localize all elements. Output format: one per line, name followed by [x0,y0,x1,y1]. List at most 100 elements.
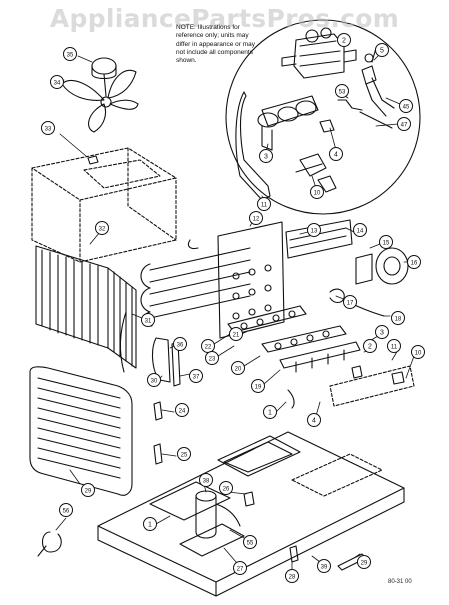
callout-13: 13 [307,223,321,237]
inducer-motor [355,247,409,285]
limit-switch [295,153,327,177]
callout-11: 11 [257,197,271,211]
burner-box-panel [217,221,285,339]
callout-number: 1 [148,521,152,528]
gas-valve-assembly [281,27,357,79]
callout-56: 56 [59,503,73,517]
callout-number: 14 [357,228,364,234]
callout-number: 37 [193,374,200,380]
callout-number: 30 [151,378,158,384]
callout-29: 29 [357,555,371,569]
callout-number: 35 [67,52,74,58]
callout-number: 18 [395,316,402,322]
callout-10: 10 [310,185,324,199]
callout-number: 29 [361,560,368,566]
callout-11: 11 [387,339,401,353]
callout-29: 29 [81,483,95,497]
callout-number: 19 [255,384,262,390]
burner-orifice-assembly [257,95,319,151]
callout-number: 38 [203,478,210,484]
callout-2: 2 [363,339,377,353]
callout-number: 47 [401,122,408,128]
callout-number: 53 [339,89,346,95]
callout-number: 4 [312,417,316,424]
gas-valve-inset-circle [225,19,421,215]
compressor-terminal [243,491,255,507]
side-panel-fastener-lower [153,443,163,465]
callout-23: 23 [205,351,219,365]
callout-leaders [55,39,415,571]
callout-10: 10 [411,345,425,359]
callout-number: 10 [415,350,422,356]
condenser-fan-blade [61,69,139,133]
callout-26: 26 [219,481,233,495]
suction-line [151,337,171,383]
callout-number: 36 [177,342,184,348]
side-panel-fastener-upper [153,401,163,421]
callout-number: 24 [179,408,186,414]
callout-number: 55 [247,540,254,546]
callout-4: 4 [329,147,343,161]
callout-2: 2 [337,33,351,47]
callout-55: 55 [243,535,257,549]
callout-number: 26 [223,486,230,492]
callout-35: 35 [63,47,77,61]
burner-assembly [227,305,347,353]
callout-37: 37 [189,369,203,383]
callout-number: 20 [235,366,242,372]
illustration-note: NOTE: Illustrations for reference only; … [176,24,256,65]
callout-4: 4 [307,413,321,427]
callout-22: 22 [201,339,215,353]
callout-32: 32 [95,221,109,235]
callout-45: 45 [399,99,413,113]
watermark-logo: AppliancePartsPros.com [49,4,400,33]
callout-30: 30 [147,373,161,387]
callout-number: 25 [181,452,188,458]
callout-18: 18 [391,311,405,325]
callout-24: 24 [175,403,189,417]
orifice-manifold [279,341,361,373]
power-cord-coil [37,531,62,557]
callout-1: 1 [263,405,277,419]
base-pan [97,431,405,597]
callout-number: 22 [205,344,212,350]
callout-5: 5 [375,43,389,57]
callout-number: 10 [314,190,321,196]
callout-38: 38 [199,473,213,487]
callout-number: 32 [99,226,106,232]
document-code: 80-31 00 [388,579,412,585]
callout-17: 17 [343,295,357,309]
callout-number: 17 [347,300,354,306]
callout-number: 33 [45,126,52,132]
heat-exchanger-tubes [140,239,251,327]
callout-39: 39 [317,559,331,573]
callout-21: 21 [229,327,243,341]
callout-number: 12 [253,216,260,222]
thermocouple-lead [359,111,393,129]
callout-12: 12 [249,211,263,225]
callout-number: 39 [321,564,328,570]
rollout-switch [317,175,337,193]
wiring-harness [287,389,295,409]
callout-number: 56 [63,508,70,514]
condenser-coil [35,245,137,369]
callout-16: 16 [407,255,421,269]
callout-number: 11 [261,202,268,208]
callout-20: 20 [231,361,245,375]
callout-number: 31 [145,318,152,324]
callout-number: 2 [342,37,346,44]
callout-47: 47 [397,117,411,131]
callout-27: 27 [233,561,247,575]
callout-number: 1 [268,409,272,416]
callout-36: 36 [173,337,187,351]
callout-number: 11 [391,344,398,350]
compressor [195,490,241,539]
callout-33: 33 [41,121,55,135]
callout-14: 14 [353,223,367,237]
small-fitting [319,119,335,133]
callout-number: 21 [233,332,240,338]
callout-34: 34 [50,75,64,89]
